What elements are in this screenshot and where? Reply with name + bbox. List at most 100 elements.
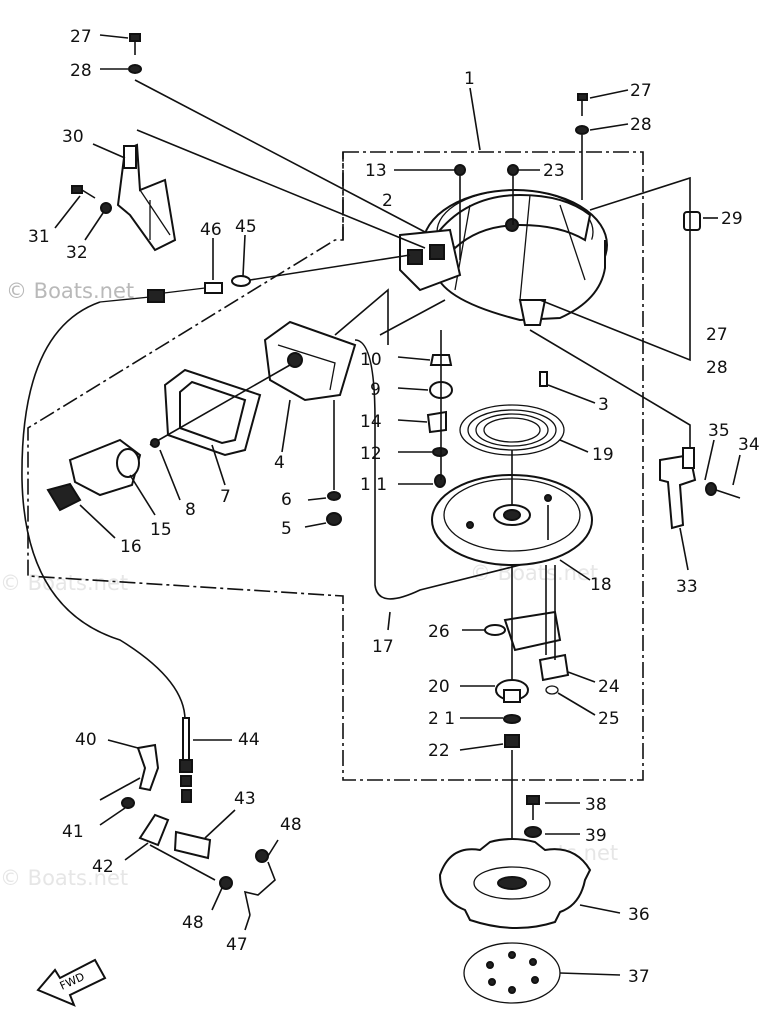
watermark-faint: © Boats.net (470, 561, 598, 585)
callout-35: 35 (708, 421, 730, 441)
callout-47: 47 (226, 935, 248, 955)
callout-40: 40 (75, 730, 97, 750)
cable-fittings (99, 234, 411, 303)
part-8 (150, 438, 160, 448)
washer-28 (100, 64, 142, 74)
watermark: © Boats.net (6, 279, 134, 303)
callout-28: 28 (706, 358, 728, 378)
bolt-27 (577, 89, 629, 116)
nut-23 (507, 164, 519, 176)
callout-29: 29 (721, 209, 743, 229)
callout-30: 30 (62, 127, 84, 147)
callout-9: 9 (370, 380, 381, 400)
screw-5 (304, 512, 342, 528)
cover-plate-36 (438, 838, 621, 929)
callout-18: 18 (590, 575, 612, 595)
lever-42 (124, 813, 216, 881)
washer-6 (327, 491, 341, 501)
callout-31: 31 (28, 227, 50, 247)
callout-13: 13 (365, 161, 387, 181)
callout-5: 5 (281, 519, 292, 539)
callout-28: 28 (70, 61, 92, 81)
callout-46: 46 (200, 220, 222, 240)
bolt-31 (54, 185, 96, 229)
callout-42: 42 (92, 857, 114, 877)
bracket-33 (659, 447, 697, 571)
washer-32 (84, 202, 112, 241)
callout-7: 7 (220, 487, 231, 507)
callout-6: 6 (281, 490, 292, 510)
leader-line (539, 176, 691, 362)
callout-45: 45 (235, 217, 257, 237)
callout-3: 3 (598, 395, 609, 415)
starter-housing (399, 189, 608, 326)
callout-48: 48 (182, 913, 204, 933)
collar-9 (397, 381, 453, 399)
callout-41: 41 (62, 822, 84, 842)
spiral-spring-19 (459, 404, 589, 456)
rod-47 (243, 861, 276, 931)
link-40 (99, 739, 160, 801)
bolt-27 (99, 33, 141, 55)
spring-24 (538, 653, 596, 683)
bracket-30 (92, 143, 177, 252)
callout-27: 27 (706, 325, 728, 345)
callout-28: 28 (630, 115, 652, 135)
callout-37: 37 (628, 967, 650, 987)
callout-4: 4 (274, 453, 285, 473)
callout-22: 22 (428, 741, 450, 761)
callout-24: 24 (598, 677, 620, 697)
callout-43: 43 (234, 789, 256, 809)
sleeve-43 (173, 809, 236, 860)
leader-line (469, 87, 481, 151)
callout-34: 34 (738, 435, 760, 455)
callout-39: 39 (585, 826, 607, 846)
callout-33: 33 (676, 577, 698, 597)
leader-line (136, 129, 426, 249)
washer-21 (460, 714, 521, 724)
clip-25 (545, 685, 596, 716)
callout-1: 1 (464, 69, 475, 89)
fitting-48b (211, 876, 233, 911)
pin-3 (539, 371, 596, 404)
watermark-faint: © Boats.net (0, 866, 128, 890)
callout-23: 23 (543, 161, 565, 181)
leader-line (387, 611, 391, 631)
leader-line (459, 176, 514, 260)
leader-line (134, 79, 426, 233)
starter-handle (46, 438, 156, 539)
callout-25: 25 (598, 709, 620, 729)
leader-line (334, 288, 446, 345)
callout-27: 27 (630, 81, 652, 101)
callout-32: 32 (66, 243, 88, 263)
bushing-10 (397, 354, 453, 366)
callout-16: 16 (120, 537, 142, 557)
bolt-38 (526, 795, 580, 820)
callout-15: 15 (150, 520, 172, 540)
callout-12: 12 (360, 444, 382, 464)
washer-12 (398, 447, 448, 457)
callout-11: 1 1 (360, 475, 387, 495)
bolt-34 (705, 454, 741, 499)
callout-19: 19 (592, 445, 614, 465)
leader-line (307, 497, 327, 501)
callout-2: 2 (382, 191, 393, 211)
throttle-cable (21, 301, 186, 721)
callout-48: 48 (280, 815, 302, 835)
callout-36: 36 (628, 905, 650, 925)
screw-11 (398, 474, 446, 488)
nut-13 (454, 164, 466, 176)
rod-44 (179, 717, 232, 803)
handle-cover-4 (263, 320, 357, 453)
clip-41 (99, 797, 135, 826)
leader-line (545, 565, 556, 660)
callout-20: 20 (428, 677, 450, 697)
leader-line (159, 449, 181, 501)
leader-line (704, 439, 715, 481)
leader-line (529, 329, 691, 455)
callout-17: 17 (372, 637, 394, 657)
callout-10: 10 (360, 350, 382, 370)
fitting-48 (255, 839, 279, 863)
